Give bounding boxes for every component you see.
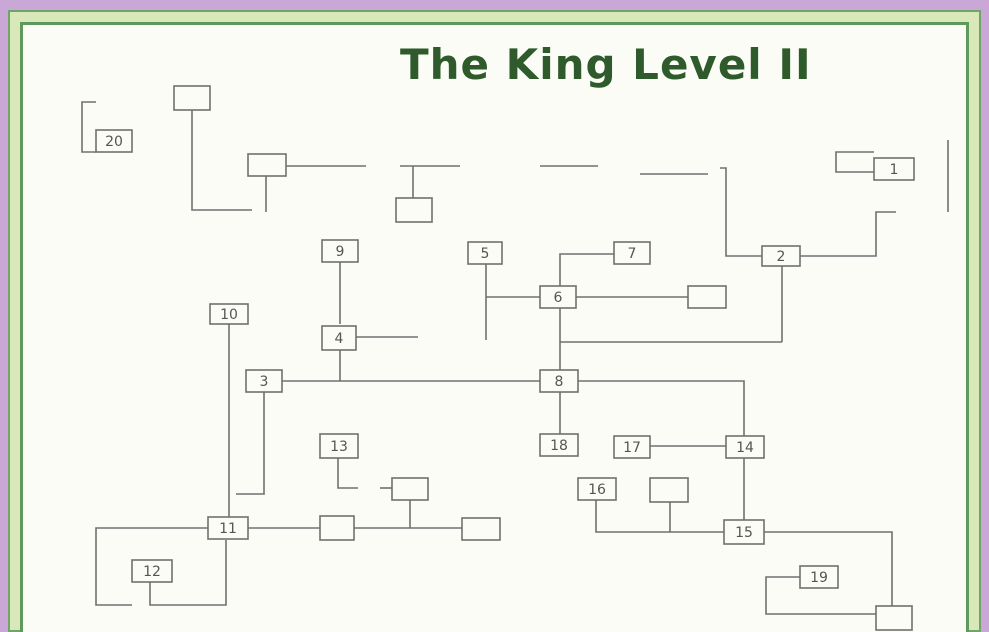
unlabeled-room-box (173, 85, 211, 111)
room-number: 18 (550, 438, 568, 454)
room-box-8: 8 (539, 369, 579, 393)
room-number: 3 (260, 374, 269, 390)
unlabeled-room-box (687, 285, 727, 309)
room-box-frame (321, 325, 357, 351)
room-box-frame (95, 129, 133, 153)
connection (595, 500, 724, 533)
connection (337, 458, 358, 489)
connection (95, 527, 208, 606)
room-box-20: 20 (95, 129, 133, 153)
room-box-frame (391, 477, 429, 501)
room-box-frame (319, 433, 359, 459)
room-box-4: 4 (321, 325, 357, 351)
room-box-frame (247, 153, 287, 177)
room-number: 1 (890, 162, 899, 178)
room-box-2: 2 (761, 245, 801, 267)
room-box-frame (723, 519, 765, 545)
connection (81, 101, 96, 153)
room-number: 5 (481, 246, 490, 262)
connection (559, 253, 614, 286)
room-box-19: 19 (799, 565, 839, 589)
room-box-12: 12 (131, 559, 173, 583)
room-box-frame (319, 515, 355, 541)
connection (720, 167, 762, 257)
room-box-frame (613, 435, 651, 459)
room-box-frame (461, 517, 501, 541)
unlabeled-room-box (391, 477, 429, 501)
room-box-1: 1 (873, 157, 915, 181)
unlabeled-room-box (395, 197, 433, 223)
room-box-18: 18 (539, 433, 579, 457)
unlabeled-room-box (461, 517, 501, 541)
room-box-10: 10 (209, 303, 249, 325)
room-box-frame (539, 285, 577, 309)
room-box-frame (649, 477, 689, 503)
room-box-11: 11 (207, 516, 249, 540)
room-box-frame (539, 369, 579, 393)
connection (149, 540, 227, 606)
room-number: 9 (336, 244, 345, 260)
room-box-14: 14 (725, 435, 765, 459)
room-box-frame (245, 369, 283, 393)
room-box-frame (761, 245, 801, 267)
unlabeled-room-box (319, 515, 355, 541)
room-number: 15 (735, 525, 753, 541)
room-number: 4 (335, 331, 344, 347)
room-number: 20 (105, 134, 123, 150)
room-box-7: 7 (613, 241, 651, 265)
room-box-frame (207, 516, 249, 540)
room-number: 7 (628, 246, 637, 262)
room-number: 13 (330, 439, 348, 455)
room-number: 6 (554, 290, 563, 306)
room-box-frame (467, 241, 503, 265)
room-number: 19 (810, 570, 828, 586)
room-number: 8 (555, 374, 564, 390)
connection (236, 392, 265, 495)
connection (800, 211, 896, 257)
room-box-6: 6 (539, 285, 577, 309)
room-box-9: 9 (321, 239, 359, 263)
room-number: 14 (736, 440, 754, 456)
room-box-frame (131, 559, 173, 583)
map-title: The King Level II (400, 40, 812, 89)
room-box-13: 13 (319, 433, 359, 459)
room-box-3: 3 (245, 369, 283, 393)
room-box-15: 15 (723, 519, 765, 545)
connection (174, 95, 252, 211)
room-box-frame (799, 565, 839, 589)
connection (835, 151, 874, 173)
room-box-frame (539, 433, 579, 457)
room-box-frame (687, 285, 727, 309)
room-number: 17 (623, 440, 641, 456)
connection (578, 380, 745, 436)
connection (765, 576, 876, 615)
room-number: 16 (588, 482, 606, 498)
room-box-frame (173, 85, 211, 111)
room-number: 10 (220, 307, 238, 323)
room-box-17: 17 (613, 435, 651, 459)
room-box-frame (613, 241, 651, 265)
unlabeled-room-box (875, 605, 913, 631)
room-number: 12 (143, 564, 161, 580)
room-number: 11 (219, 521, 237, 537)
unlabeled-room-box (649, 477, 689, 503)
room-box-frame (873, 157, 915, 181)
unlabeled-room-box (247, 153, 287, 177)
room-box-frame (875, 605, 913, 631)
room-box-16: 16 (577, 477, 617, 501)
room-box-frame (321, 239, 359, 263)
room-box-frame (725, 435, 765, 459)
room-box-frame (395, 197, 433, 223)
connection (764, 531, 893, 608)
room-box-5: 5 (467, 241, 503, 265)
room-number: 2 (777, 249, 786, 265)
room-box-frame (209, 303, 249, 325)
room-box-frame (577, 477, 617, 501)
